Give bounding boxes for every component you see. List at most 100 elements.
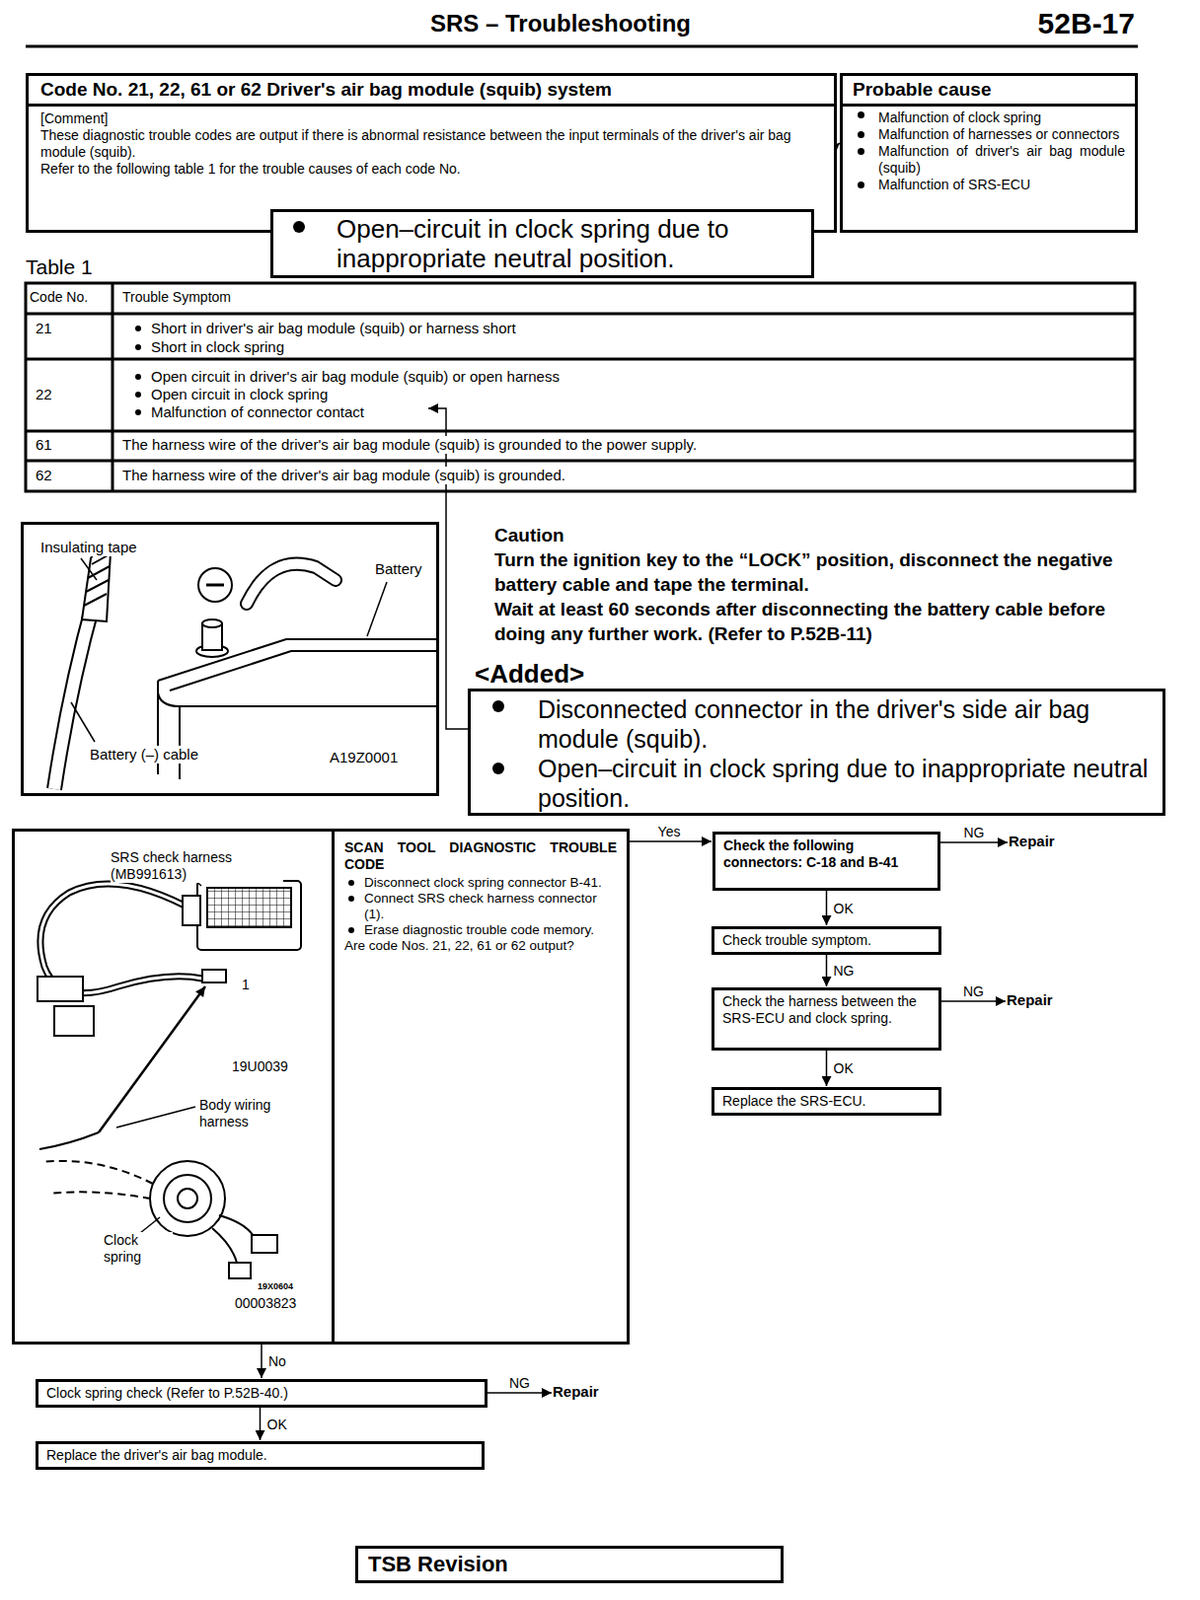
battery-illustration [157, 680, 438, 707]
symptom-cell: Open circuit in driver's air bag module … [150, 368, 560, 386]
battery-illustration [81, 549, 111, 622]
process-box: Replace the SRS-ECU. [711, 1087, 942, 1117]
harness-illustration [140, 1217, 160, 1234]
leader-line [428, 408, 468, 730]
edge-label: Yes [657, 824, 682, 840]
harness-illustration [98, 986, 206, 1133]
node-text: Malfunction of driver's air bag module (… [842, 143, 1135, 177]
table-grid [25, 358, 1135, 362]
battery-illustration [54, 601, 94, 790]
check-step-box: SRS check harness (MB991613)119U0039Body… [11, 828, 630, 1346]
battery-illustration [246, 564, 336, 604]
flow-arrow [825, 1050, 828, 1087]
node-text: Erase diagnostic trouble code memory. [334, 922, 627, 939]
node-text: Check trouble symptom. [714, 929, 939, 953]
node-text: Repair [552, 1382, 622, 1403]
battery-illustration [54, 549, 438, 790]
symptom-cell: Short in driver's air bag module (squib)… [150, 319, 517, 338]
flow-arrow [487, 1392, 552, 1395]
symptom-cell: Malfunction of connector contact [150, 403, 365, 422]
node-text: Repair [1008, 831, 1078, 852]
table-header: Trouble Symptom [122, 289, 231, 306]
repair-text: Repair [1006, 990, 1076, 1013]
harness-illustration [150, 1161, 225, 1237]
symptom-cell: The harness wire of the driver's air bag… [122, 466, 566, 485]
caution-heading: Caution [494, 523, 565, 548]
edge-label: OK [266, 1417, 289, 1433]
node-text: Are code Nos. 21, 22, 61 or 62 output? [334, 938, 627, 955]
process-box: Check the following connectors: C-18 and… [712, 831, 941, 892]
table-grid [25, 283, 1135, 492]
added-mark: <Added> [474, 659, 585, 690]
battery-illustration [157, 639, 438, 681]
node-text: TSB Revision [358, 1549, 781, 1581]
edge-label: No [267, 1353, 288, 1370]
table-grid [25, 283, 1135, 492]
battery-figure-box: Insulating tapeBatteryBattery (–) cableA… [20, 522, 440, 797]
harness-illustration [37, 870, 301, 1279]
node-text: Body wiring harness [199, 1097, 308, 1131]
table-grid [25, 459, 1135, 463]
node-text: Replace the driver's air bag module. [38, 1444, 482, 1468]
harness-illustration [212, 1228, 237, 1264]
harness-illustration [49, 1192, 151, 1200]
page-title: SRS – Troubleshooting [430, 9, 691, 38]
symptom-cell: The harness wire of the driver's air bag… [122, 436, 697, 454]
harness-illustration [207, 888, 292, 928]
harness-illustration [251, 1235, 278, 1254]
page-number: 52B-17 [986, 5, 1135, 42]
flow-arrow [626, 840, 712, 843]
scan-tool-pane: SCAN TOOL DIAGNOSTIC TROUBLE CODEDisconn… [331, 831, 627, 1343]
battery-illustration [178, 706, 181, 780]
edge-label: OK [832, 900, 855, 917]
node-text: Open–circuit in clock spring due to inap… [470, 753, 1163, 814]
harness-illustration [116, 1107, 196, 1128]
battery-illustration [246, 564, 336, 604]
harness-illustration [41, 1161, 153, 1185]
node-text: Battery (–) cable [89, 746, 199, 764]
caution-text: Wait at least 60 seconds after disconnec… [494, 597, 1156, 647]
node-text: Repair [1006, 990, 1076, 1011]
node-text: Open–circuit in clock spring due to inap… [273, 212, 812, 276]
node-text: Connect SRS check harness connector (1). [334, 891, 627, 923]
probable-cause-box: Probable causeMalfunction of clock sprin… [839, 73, 1138, 233]
harness-illustration [39, 1132, 99, 1150]
harness-illustration [163, 1175, 212, 1223]
code-cell: 22 [35, 385, 53, 404]
node-text: Clock spring check (Refer to P.52B-40.) [38, 1382, 485, 1406]
edge-label: NG [963, 825, 986, 841]
battery-illustration [71, 702, 95, 743]
edge-label: NG [962, 983, 985, 1000]
node-text: 19X0604 [257, 1281, 294, 1292]
harness-illustration [37, 976, 83, 1002]
harness-illustration [177, 1189, 198, 1209]
battery-illustration [198, 568, 232, 602]
node-text: Code No. 21, 22, 61 or 62 Driver's air b… [28, 75, 834, 107]
code-cell: 61 [35, 436, 53, 454]
added-note-box: Disconnected connector in the driver's s… [467, 688, 1166, 817]
battery-illustration [367, 582, 387, 637]
node-text: Insulating tape [40, 538, 138, 557]
node-text: Battery [375, 560, 423, 579]
battery-illustration [206, 584, 225, 588]
node-text: Check the harness between the SRS-ECU an… [714, 990, 939, 1031]
harness-illustration [54, 1006, 94, 1037]
edge-label: OK [832, 1060, 855, 1077]
node-text: Check the following connectors: C-18 and… [715, 834, 938, 875]
added-note-box: Open–circuit in clock spring due to inap… [270, 209, 815, 279]
battery-illustration [80, 558, 97, 581]
node-text: Malfunction of harnesses or connectors [842, 126, 1135, 144]
edge-label: NG [508, 1375, 531, 1392]
node-text: SCAN TOOL DIAGNOSTIC TROUBLE CODE [334, 831, 627, 876]
node-text: Replace the SRS-ECU. [714, 1090, 939, 1114]
node-text: These diagnostic trouble codes are outpu… [28, 127, 834, 161]
process-box: Check trouble symptom. [711, 926, 942, 956]
flow-arrow [259, 1408, 262, 1441]
harness-illustration [228, 1263, 251, 1279]
table-grid [25, 312, 1135, 316]
caution-text: Turn the ignition key to the “LOCK” posi… [494, 547, 1156, 598]
edge-label: NG [832, 963, 856, 979]
node-text: Disconnect clock spring connector B-41. [334, 875, 627, 892]
leader-line [428, 408, 468, 730]
